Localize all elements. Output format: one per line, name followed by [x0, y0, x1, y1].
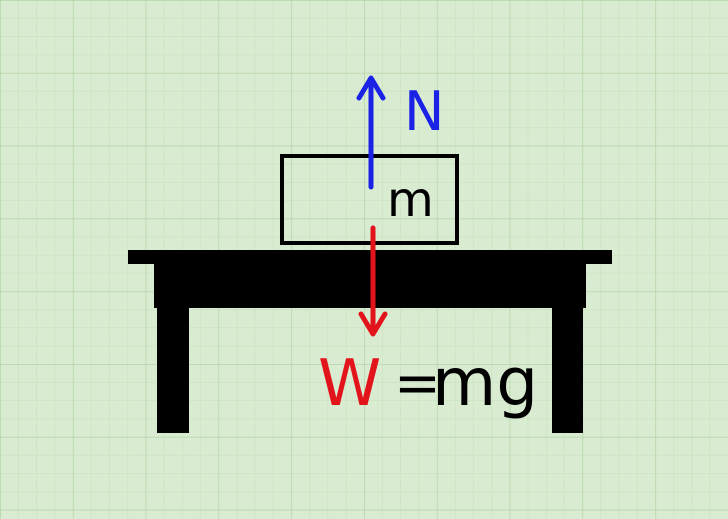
table-leg-left — [157, 308, 189, 433]
table — [128, 250, 612, 433]
weight-force-arrow — [358, 225, 388, 337]
weight-formula-rhs: mg — [432, 344, 538, 421]
normal-force-arrow — [356, 75, 386, 190]
mass-label: m — [387, 172, 434, 228]
equals-sign: = — [394, 351, 441, 416]
table-top — [128, 250, 612, 264]
normal-force-label: N — [404, 80, 444, 143]
table-leg-right — [552, 308, 583, 433]
table-apron — [154, 264, 586, 308]
weight-label: W — [318, 347, 381, 421]
